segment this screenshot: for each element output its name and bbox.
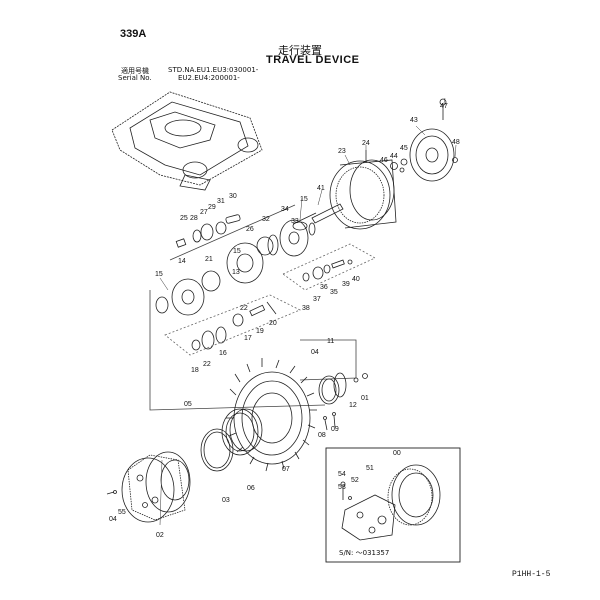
callout-16: 16: [219, 350, 227, 357]
callout-14: 14: [178, 258, 186, 265]
inset-serial-note: S/N: ～031357: [339, 549, 390, 557]
final-drive-housing-00: [106, 451, 191, 523]
inset-parts: [340, 464, 441, 541]
callout-23: 23: [338, 148, 346, 155]
title-english: TRAVEL DEVICE: [266, 54, 360, 66]
callout-15-mid: 15: [233, 248, 241, 255]
bolts: [323, 373, 368, 431]
callout-13: 13: [232, 269, 240, 276]
callout-32: 32: [262, 216, 270, 223]
callout-02-inset: 00: [393, 450, 401, 457]
applicable-line-2: EU2.EU4:200001-: [178, 74, 240, 82]
callout-34: 34: [281, 206, 289, 213]
callout-46: 46: [380, 157, 388, 164]
callout-54: 55: [118, 509, 126, 516]
upper-planetary-group: [155, 214, 316, 316]
applicable-line-1: STD.NA.EU1.EU3:030001-: [168, 66, 259, 74]
callout-44: 44: [390, 153, 398, 160]
callout-45: 45: [400, 145, 408, 152]
callout-29: 29: [208, 204, 216, 211]
callout-07: 08: [318, 432, 326, 439]
applicable-label-jp: 適用号機: [121, 67, 149, 75]
callout-24: 24: [362, 140, 370, 147]
callout-06: 07: [282, 466, 290, 473]
callout-04: 03: [222, 497, 230, 504]
end-cover-43: [390, 98, 458, 182]
callout-05: 06: [247, 485, 255, 492]
callout-00-main: 02: [156, 532, 164, 539]
callout-26: 26: [246, 226, 254, 233]
pin-set-35-40: [282, 243, 376, 291]
callout-33: 33: [291, 218, 299, 225]
inset-frame: [325, 447, 461, 563]
callout-52: 53: [338, 484, 346, 491]
callout-37: 37: [313, 296, 321, 303]
callout-10: 11: [327, 338, 334, 345]
callout-40: 40: [352, 276, 360, 283]
callout-55: 04: [109, 516, 117, 523]
lower-planetary-group: [164, 294, 301, 356]
serial-label: Serial No.: [118, 74, 152, 82]
callout-43: 43: [410, 117, 418, 124]
callout-15-top: 15: [300, 196, 308, 203]
callout-03: 05: [184, 401, 192, 408]
callout-21: 21: [205, 256, 213, 263]
part-callouts: 47 43 48 24 46 44 45 23 15 41 31 30 29 2…: [109, 103, 460, 539]
callout-48: 48: [452, 139, 460, 146]
callout-20: 20: [269, 320, 277, 327]
callout-51: 52: [351, 477, 359, 484]
callout-47: 47: [440, 103, 448, 110]
callout-28: 28: [190, 215, 198, 222]
callout-41: 41: [317, 185, 325, 192]
title-japanese: 走行装置: [278, 44, 322, 57]
housing-23: [329, 150, 397, 230]
callout-31: 31: [217, 198, 225, 205]
page-reference: P1HH-1-5: [512, 570, 551, 579]
callout-18: 18: [191, 367, 199, 374]
seal-rings: [200, 372, 347, 472]
callout-19: 19: [256, 328, 264, 335]
callout-11: 12: [349, 402, 357, 409]
undercarriage-frame-illustration: [111, 91, 263, 191]
callout-08: 09: [331, 426, 339, 433]
callout-35: 35: [330, 289, 338, 296]
callout-53: 54: [338, 471, 346, 478]
callout-15-left: 15: [155, 271, 163, 278]
callout-27: 27: [200, 209, 208, 216]
callout-22-left: 22: [203, 361, 211, 368]
callout-09: 04: [311, 349, 319, 356]
callout-17: 17: [244, 335, 252, 342]
callout-39: 39: [342, 281, 350, 288]
callout-22-right: 22: [240, 305, 248, 312]
callout-12: 01: [361, 395, 369, 402]
page-code: 339A: [120, 28, 147, 40]
callout-00-inset: 51: [366, 465, 374, 472]
callout-25: 25: [180, 215, 188, 222]
callout-30: 30: [229, 193, 237, 200]
sprocket-06: [226, 358, 317, 472]
callout-38: 38: [302, 305, 310, 312]
callout-36: 36: [320, 284, 328, 291]
